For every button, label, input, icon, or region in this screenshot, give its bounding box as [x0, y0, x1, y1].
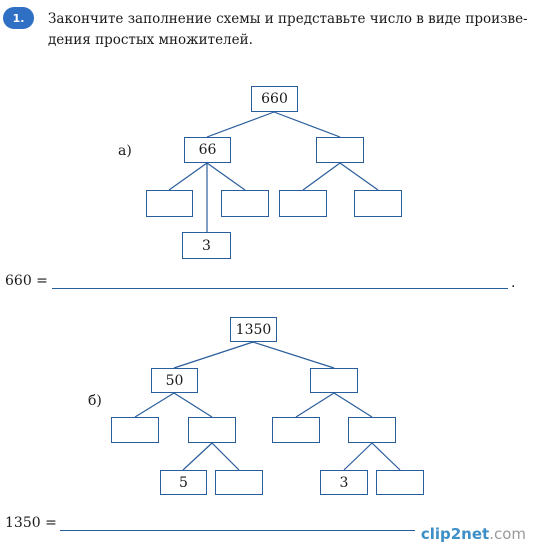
- answer-a-label: 660 =: [5, 273, 48, 289]
- tree-b-rl-box[interactable]: [272, 417, 320, 443]
- tree-b-rr-child-1-box: 3: [320, 470, 368, 495]
- watermark-brand: clip2net: [420, 525, 490, 543]
- tree-a-left-child-1-box[interactable]: [146, 190, 193, 217]
- tree-b-rr-child-2-box[interactable]: [376, 470, 424, 495]
- tree-b-ll-box[interactable]: [111, 417, 159, 443]
- task-number-badge: 1.: [3, 7, 34, 29]
- answer-a-line[interactable]: [52, 288, 508, 289]
- tree-a-left-box: 66: [184, 137, 231, 163]
- tree-b-lr-box[interactable]: [188, 417, 236, 443]
- tree-a-right-child-2-box[interactable]: [354, 190, 402, 217]
- part-a-label: а): [118, 143, 132, 159]
- tree-a-right-child-1-box[interactable]: [279, 190, 327, 217]
- tree-a-left-child-3-box: 3: [182, 232, 231, 259]
- tree-b-right-box[interactable]: [310, 368, 358, 393]
- answer-b-line[interactable]: [60, 530, 415, 531]
- answer-a-end-dot: .: [511, 275, 516, 291]
- tree-a-root-box: 660: [251, 86, 298, 112]
- tree-b-lr-child-1-box: 5: [160, 470, 207, 495]
- task-instruction: Закончите заполнение схемы и представьте…: [48, 11, 528, 48]
- tree-b-left-box: 50: [151, 368, 198, 393]
- tree-a-right-box[interactable]: [316, 137, 364, 163]
- answer-b-label: 1350 =: [5, 515, 57, 531]
- watermark-suffix: .com: [489, 525, 526, 543]
- tree-a-left-child-2-box[interactable]: [221, 190, 269, 217]
- tree-b-lr-child-2-box[interactable]: [215, 470, 263, 495]
- clip2net-watermark: clip2net.com: [421, 525, 526, 543]
- task-number: 1.: [12, 11, 25, 25]
- tree-b-root-box: 1350: [230, 317, 277, 342]
- part-b-label: б): [88, 393, 102, 409]
- tree-b-rr-box[interactable]: [348, 417, 396, 443]
